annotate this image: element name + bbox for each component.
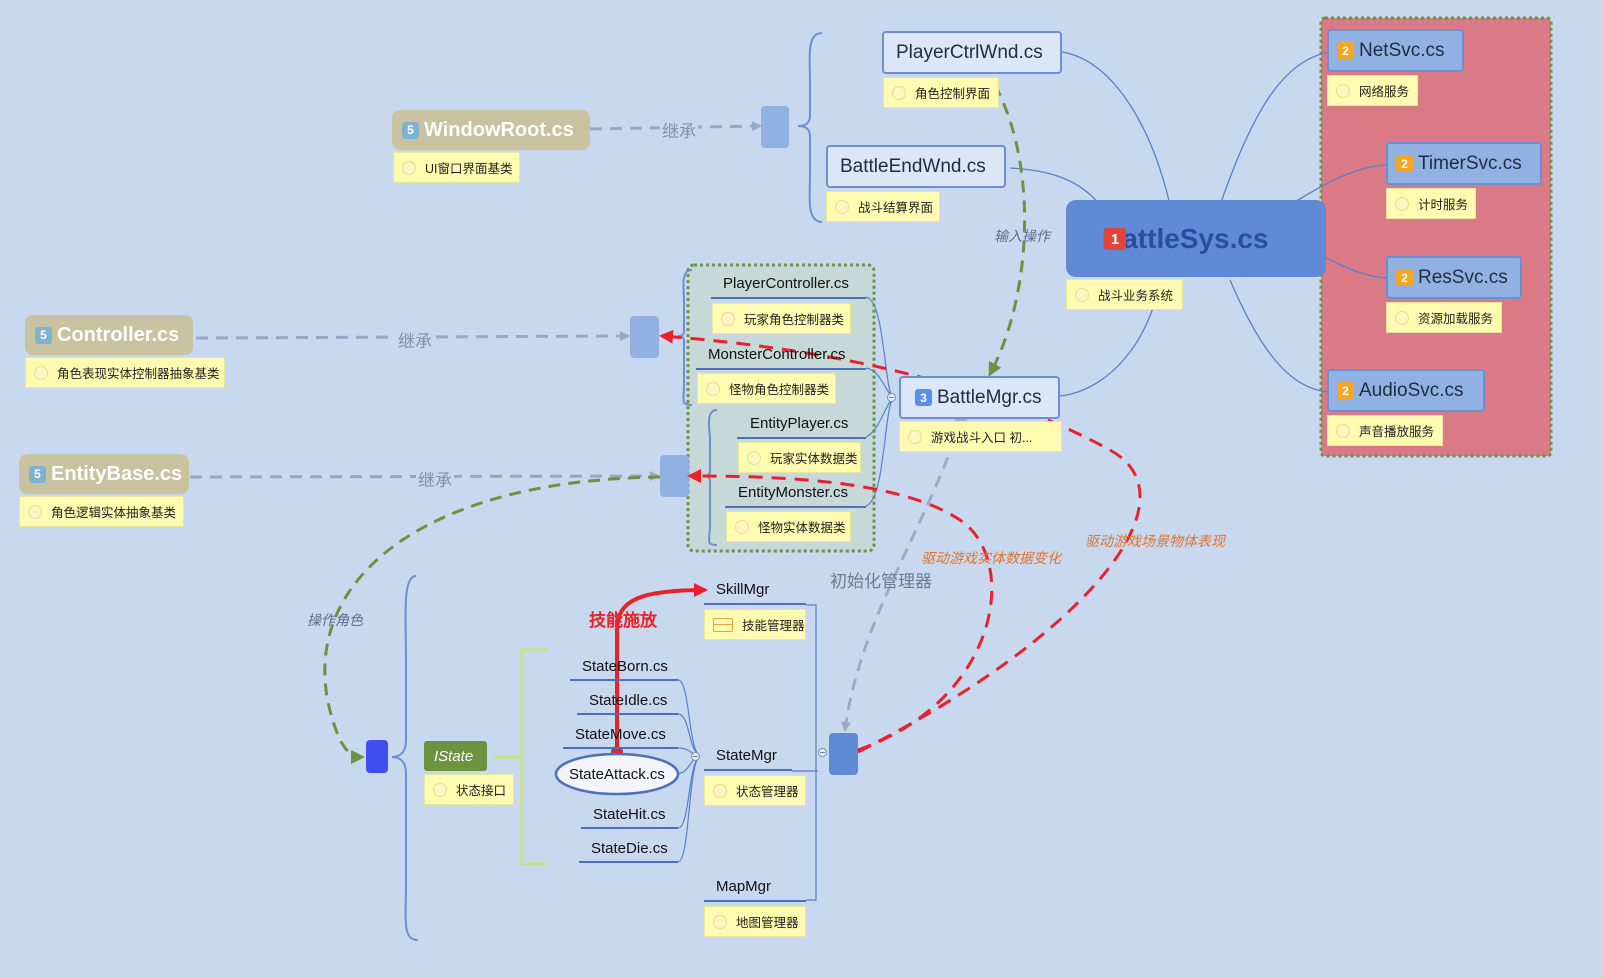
manager-statemgr-note[interactable]: 状态管理器 <box>704 775 806 806</box>
collapse-toggle[interactable] <box>818 748 827 757</box>
note-icon <box>908 429 922 444</box>
note-icon <box>433 782 447 797</box>
window-battleendwnd[interactable]: BattleEndWnd.cs <box>826 145 1006 188</box>
entity-entitymonster[interactable]: EntityMonster.cs <box>738 484 849 501</box>
istate-hub <box>366 740 388 773</box>
input-op-label: 输入操作 <box>994 228 1050 244</box>
states-bracket <box>494 648 548 866</box>
collapse-toggle[interactable] <box>691 752 700 761</box>
window-battleendwnd-note[interactable]: 战斗结算界面 <box>826 191 940 222</box>
windows-brace <box>797 32 823 223</box>
operate-role-label: 操作角色 <box>307 612 363 628</box>
inherit-label-window: 继承 <box>660 117 698 142</box>
note-icon <box>402 160 416 175</box>
window-playerctrlwnd-note[interactable]: 角色控制界面 <box>883 77 999 108</box>
controller-playercontroller[interactable]: PlayerController.cs <box>723 275 849 292</box>
entity-entitymonster-note[interactable]: 怪物实体数据类 <box>726 511 851 542</box>
note-icon <box>1075 287 1089 302</box>
state-move[interactable]: StateMove.cs <box>575 726 666 743</box>
stateattack-ellipse <box>554 752 680 796</box>
note-icon <box>713 914 727 929</box>
inherit-label-controller: 继承 <box>396 327 434 352</box>
class-group-panel <box>686 263 876 553</box>
battlemgr-note[interactable]: 游戏战斗入口 初... <box>899 421 1062 452</box>
controller-playercontroller-note[interactable]: 玩家角色控制器类 <box>712 303 851 334</box>
inherit-label-entity: 继承 <box>416 466 454 491</box>
istate-group-brace <box>391 575 419 941</box>
note-icon <box>747 450 761 465</box>
istate-note[interactable]: 状态接口 <box>424 774 514 805</box>
base-controller-note[interactable]: 角色表现实体控制器抽象基类 <box>25 357 225 388</box>
note-icon <box>735 519 749 534</box>
note-icon <box>713 783 727 798</box>
init-mgr-label: 初始化管理器 <box>830 572 932 591</box>
state-idle[interactable]: StateIdle.cs <box>589 692 668 709</box>
drive-scene-label: 驱动游戏场景物体表现 <box>1085 533 1225 549</box>
service-audiosvc-note[interactable]: 声音播放服务 <box>1327 415 1443 446</box>
note-icon <box>1395 196 1409 211</box>
controller-hub <box>630 316 659 358</box>
priority-5-badge: 5 <box>402 121 419 139</box>
service-panel <box>1319 16 1553 458</box>
state-attack[interactable]: StateAttack.cs <box>569 766 665 783</box>
priority-2-badge: 2 <box>1337 382 1354 399</box>
priority-3-badge: 3 <box>915 389 932 406</box>
note-icon <box>1336 423 1350 438</box>
central-title: BattleSys.cs <box>1102 222 1269 254</box>
note-icon <box>34 365 48 380</box>
priority-1-badge: 1 <box>1104 228 1126 250</box>
istate-topic[interactable]: IState <box>424 741 487 771</box>
manager-mapmgr[interactable]: MapMgr <box>716 878 772 895</box>
priority-2-badge: 2 <box>1396 269 1413 286</box>
note-icon <box>1336 83 1350 98</box>
state-born[interactable]: StateBorn.cs <box>582 658 668 675</box>
entity-entityplayer-note[interactable]: 玩家实体数据类 <box>738 442 861 473</box>
note-icon <box>28 504 42 519</box>
entitybase-hub <box>660 455 689 497</box>
base-entitybase-note[interactable]: 角色逻辑实体抽象基类 <box>19 496 184 527</box>
priority-2-badge: 2 <box>1337 42 1354 59</box>
managers-hub <box>829 733 858 775</box>
note-icon <box>706 381 720 396</box>
manager-skillmgr-note[interactable]: 技能管理器 <box>704 609 806 640</box>
base-windowroot-note[interactable]: UI窗口界面基类 <box>393 152 520 183</box>
windowroot-hub <box>761 106 789 148</box>
priority-5-badge: 5 <box>29 465 46 483</box>
service-netsvc-note[interactable]: 网络服务 <box>1327 75 1418 106</box>
controller-monstercontroller[interactable]: MonsterController.cs <box>708 346 846 363</box>
note-icon <box>721 311 735 326</box>
service-timersvc-note[interactable]: 计时服务 <box>1386 188 1476 219</box>
priority-2-badge: 2 <box>1396 155 1413 172</box>
note-icon <box>835 199 849 214</box>
entity-entityplayer[interactable]: EntityPlayer.cs <box>750 415 849 432</box>
manager-skillmgr[interactable]: SkillMgr <box>716 581 770 598</box>
window-playerctrlwnd[interactable]: PlayerCtrlWnd.cs <box>882 31 1062 74</box>
service-ressvc-note[interactable]: 资源加载服务 <box>1386 302 1502 333</box>
controller-monstercontroller-note[interactable]: 怪物角色控制器类 <box>697 373 836 404</box>
collapse-toggle[interactable] <box>887 393 896 402</box>
calendar-icon <box>713 617 733 632</box>
state-hit[interactable]: StateHit.cs <box>593 806 666 823</box>
central-note[interactable]: 战斗业务系统 <box>1066 279 1183 310</box>
manager-mapmgr-note[interactable]: 地图管理器 <box>704 906 806 937</box>
note-icon <box>892 85 906 100</box>
drive-entity-label: 驱动游戏实体数据变化 <box>921 550 1061 566</box>
priority-5-badge: 5 <box>35 326 52 344</box>
central-topic[interactable]: 1 BattleSys.cs <box>1066 200 1326 277</box>
skill-cast-label: 技能施放 <box>589 611 657 630</box>
note-icon <box>1395 310 1409 325</box>
manager-statemgr[interactable]: StateMgr <box>716 747 777 764</box>
state-die[interactable]: StateDie.cs <box>591 840 668 857</box>
